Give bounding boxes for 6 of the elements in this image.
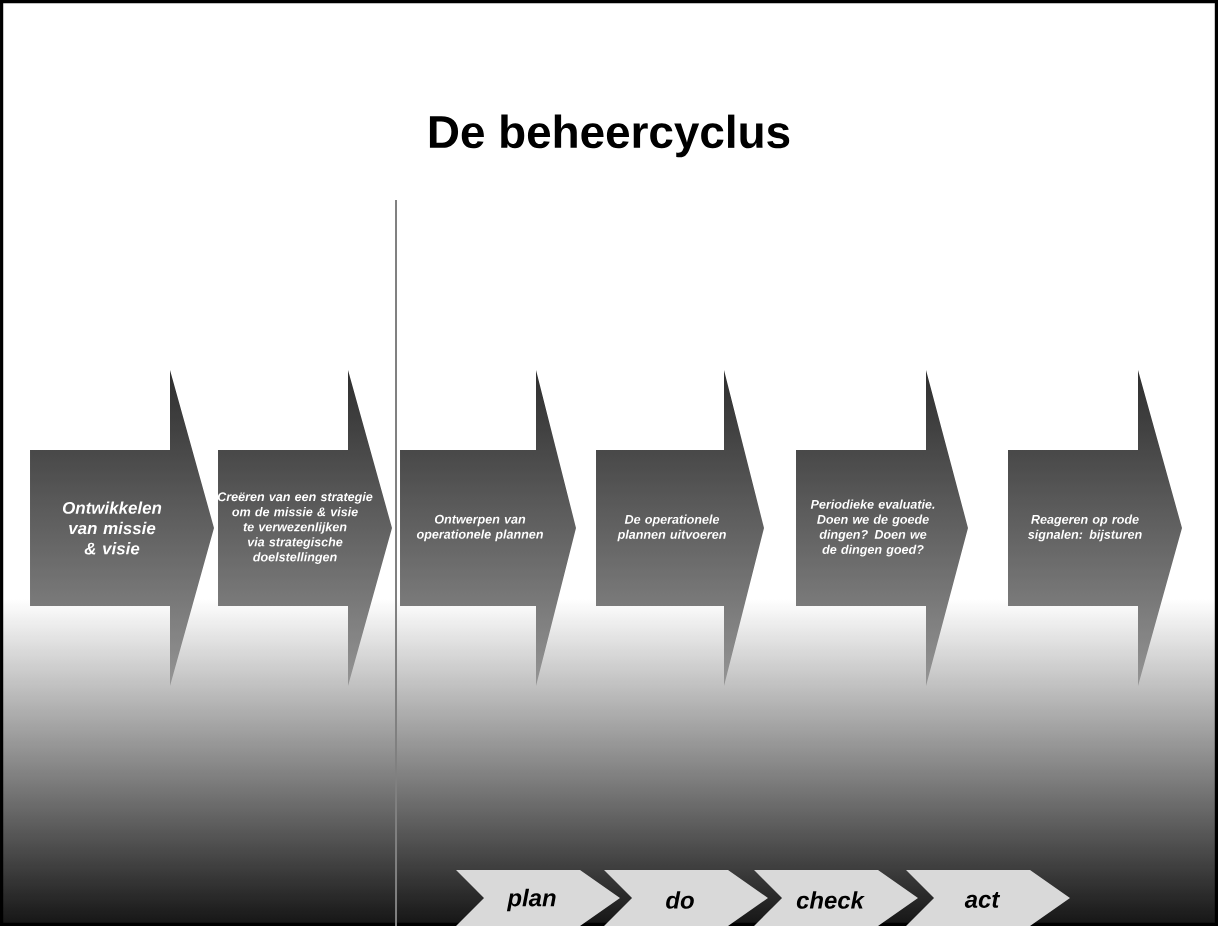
title: De beheercyclus [429,114,790,158]
chevron-step: plan [456,870,620,926]
chevron-step: act [906,870,1070,926]
chevron-step: check [754,870,918,926]
block-arrow: Ontwikkelen van missie & visie [62,501,162,555]
chevron-step: do [604,870,768,926]
